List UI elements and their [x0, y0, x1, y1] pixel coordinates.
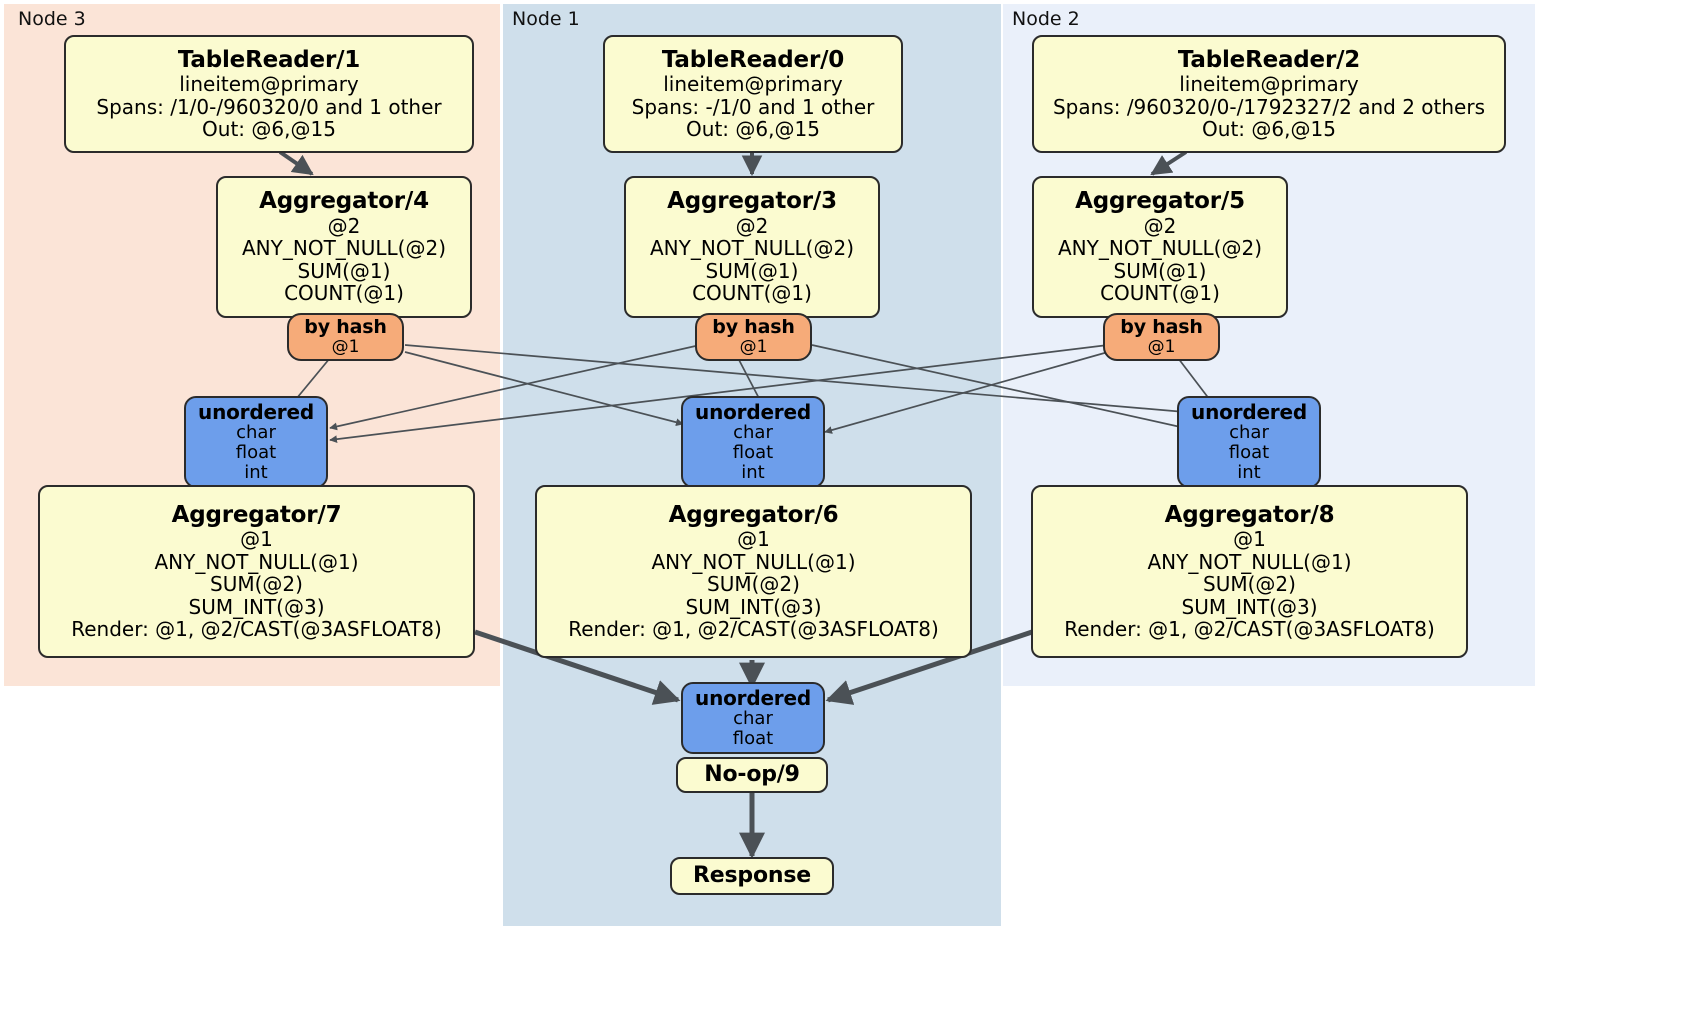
node-title: TableReader/2: [1177, 46, 1361, 73]
node-line: SUM(@1): [1113, 258, 1207, 283]
processor-aggregator-6[interactable]: Aggregator/6 @1 ANY_NOT_NULL(@1) SUM(@2)…: [535, 485, 972, 658]
node-line: SUM_INT(@3): [1181, 594, 1318, 619]
node-line: ANY_NOT_NULL(@2): [1058, 236, 1262, 261]
node-line: ANY_NOT_NULL(@2): [242, 236, 446, 261]
node-line: SUM(@1): [705, 258, 799, 283]
router-line: char: [733, 421, 773, 443]
node-line: Render: @1, @2/CAST(@3ASFLOAT8): [568, 616, 939, 641]
router-line: @1: [1147, 337, 1176, 358]
router-line: @1: [739, 337, 768, 358]
processor-tablereader-1[interactable]: TableReader/1 lineitem@primary Spans: /1…: [64, 35, 474, 153]
node-line: lineitem@primary: [179, 72, 359, 97]
router-line: @1: [331, 337, 360, 358]
router-title: by hash: [304, 315, 387, 338]
router-by-hash-node1[interactable]: by hash @1: [695, 313, 812, 361]
router-unordered-final[interactable]: unordered char float: [681, 682, 825, 754]
node-line: Spans: -/1/0 and 1 other: [631, 94, 875, 119]
node-title: Aggregator/5: [1075, 188, 1245, 215]
processor-tablereader-2[interactable]: TableReader/2 lineitem@primary Spans: /9…: [1032, 35, 1506, 153]
router-line: float: [732, 442, 774, 464]
router-line: char: [236, 421, 276, 443]
cluster-label-node1: Node 1: [512, 8, 580, 30]
node-title: Aggregator/7: [171, 501, 342, 528]
node-line: SUM_INT(@3): [685, 594, 822, 619]
node-line: COUNT(@1): [1100, 281, 1220, 306]
node-line: SUM_INT(@3): [188, 594, 325, 619]
node-line: @2: [327, 214, 361, 239]
processor-aggregator-8[interactable]: Aggregator/8 @1 ANY_NOT_NULL(@1) SUM(@2)…: [1031, 485, 1468, 658]
node-title: Aggregator/4: [259, 188, 429, 215]
node-line: @1: [737, 527, 770, 552]
router-unordered-node2[interactable]: unordered char float int: [1177, 396, 1321, 488]
router-by-hash-node2[interactable]: by hash @1: [1103, 313, 1220, 361]
processor-aggregator-3[interactable]: Aggregator/3 @2 ANY_NOT_NULL(@2) SUM(@1)…: [624, 176, 880, 318]
router-line: float: [1228, 442, 1270, 464]
node-line: Render: @1, @2/CAST(@3ASFLOAT8): [1064, 616, 1435, 641]
processor-tablereader-0[interactable]: TableReader/0 lineitem@primary Spans: -/…: [603, 35, 903, 153]
node-title: TableReader/0: [661, 46, 845, 73]
node-line: @2: [1143, 214, 1177, 239]
node-line: ANY_NOT_NULL(@1): [154, 549, 359, 574]
router-title: unordered: [1191, 399, 1307, 424]
node-title: No-op/9: [704, 761, 800, 787]
node-line: @1: [240, 527, 273, 552]
node-line: @2: [735, 214, 769, 239]
node-line: lineitem@primary: [663, 72, 843, 97]
processor-aggregator-7[interactable]: Aggregator/7 @1 ANY_NOT_NULL(@1) SUM(@2)…: [38, 485, 475, 658]
node-title: Aggregator/3: [667, 188, 837, 215]
node-line: Out: @6,@15: [1202, 117, 1336, 142]
node-line: @1: [1233, 527, 1266, 552]
cluster-label-node2: Node 2: [1012, 8, 1080, 30]
node-line: COUNT(@1): [284, 281, 404, 306]
node-line: Spans: /960320/0-/1792327/2 and 2 others: [1052, 94, 1485, 119]
node-title: Aggregator/6: [668, 501, 839, 528]
router-title: unordered: [695, 685, 811, 710]
node-line: SUM(@2): [1203, 572, 1296, 597]
router-line: int: [1237, 462, 1261, 484]
router-title: unordered: [198, 399, 314, 424]
node-title: Response: [693, 862, 811, 888]
router-line: float: [732, 728, 774, 750]
node-line: Spans: /1/0-/960320/0 and 1 other: [96, 94, 442, 119]
cluster-label-node3: Node 3: [18, 8, 86, 30]
node-line: COUNT(@1): [692, 281, 812, 306]
node-line: ANY_NOT_NULL(@1): [1147, 549, 1352, 574]
router-unordered-node1[interactable]: unordered char float int: [681, 396, 825, 488]
processor-aggregator-4[interactable]: Aggregator/4 @2 ANY_NOT_NULL(@2) SUM(@1)…: [216, 176, 472, 318]
node-title: TableReader/1: [177, 46, 361, 73]
node-line: Render: @1, @2/CAST(@3ASFLOAT8): [71, 616, 442, 641]
node-line: ANY_NOT_NULL(@2): [650, 236, 854, 261]
node-line: Out: @6,@15: [686, 117, 820, 142]
router-title: unordered: [695, 399, 811, 424]
node-line: SUM(@1): [297, 258, 391, 283]
router-title: by hash: [1120, 315, 1203, 338]
processor-noop-9[interactable]: No-op/9: [676, 757, 828, 793]
router-line: float: [235, 442, 277, 464]
router-by-hash-node3[interactable]: by hash @1: [287, 313, 404, 361]
node-line: SUM(@2): [707, 572, 800, 597]
node-title: Aggregator/8: [1164, 501, 1335, 528]
processor-response[interactable]: Response: [670, 857, 834, 895]
node-line: SUM(@2): [210, 572, 303, 597]
node-line: Out: @6,@15: [202, 117, 336, 142]
router-line: int: [244, 462, 268, 484]
router-line: char: [733, 708, 773, 730]
router-unordered-node3[interactable]: unordered char float int: [184, 396, 328, 488]
node-line: lineitem@primary: [1179, 72, 1359, 97]
processor-aggregator-5[interactable]: Aggregator/5 @2 ANY_NOT_NULL(@2) SUM(@1)…: [1032, 176, 1288, 318]
router-line: char: [1229, 421, 1269, 443]
node-line: ANY_NOT_NULL(@1): [651, 549, 856, 574]
router-title: by hash: [712, 315, 795, 338]
router-line: int: [741, 462, 765, 484]
